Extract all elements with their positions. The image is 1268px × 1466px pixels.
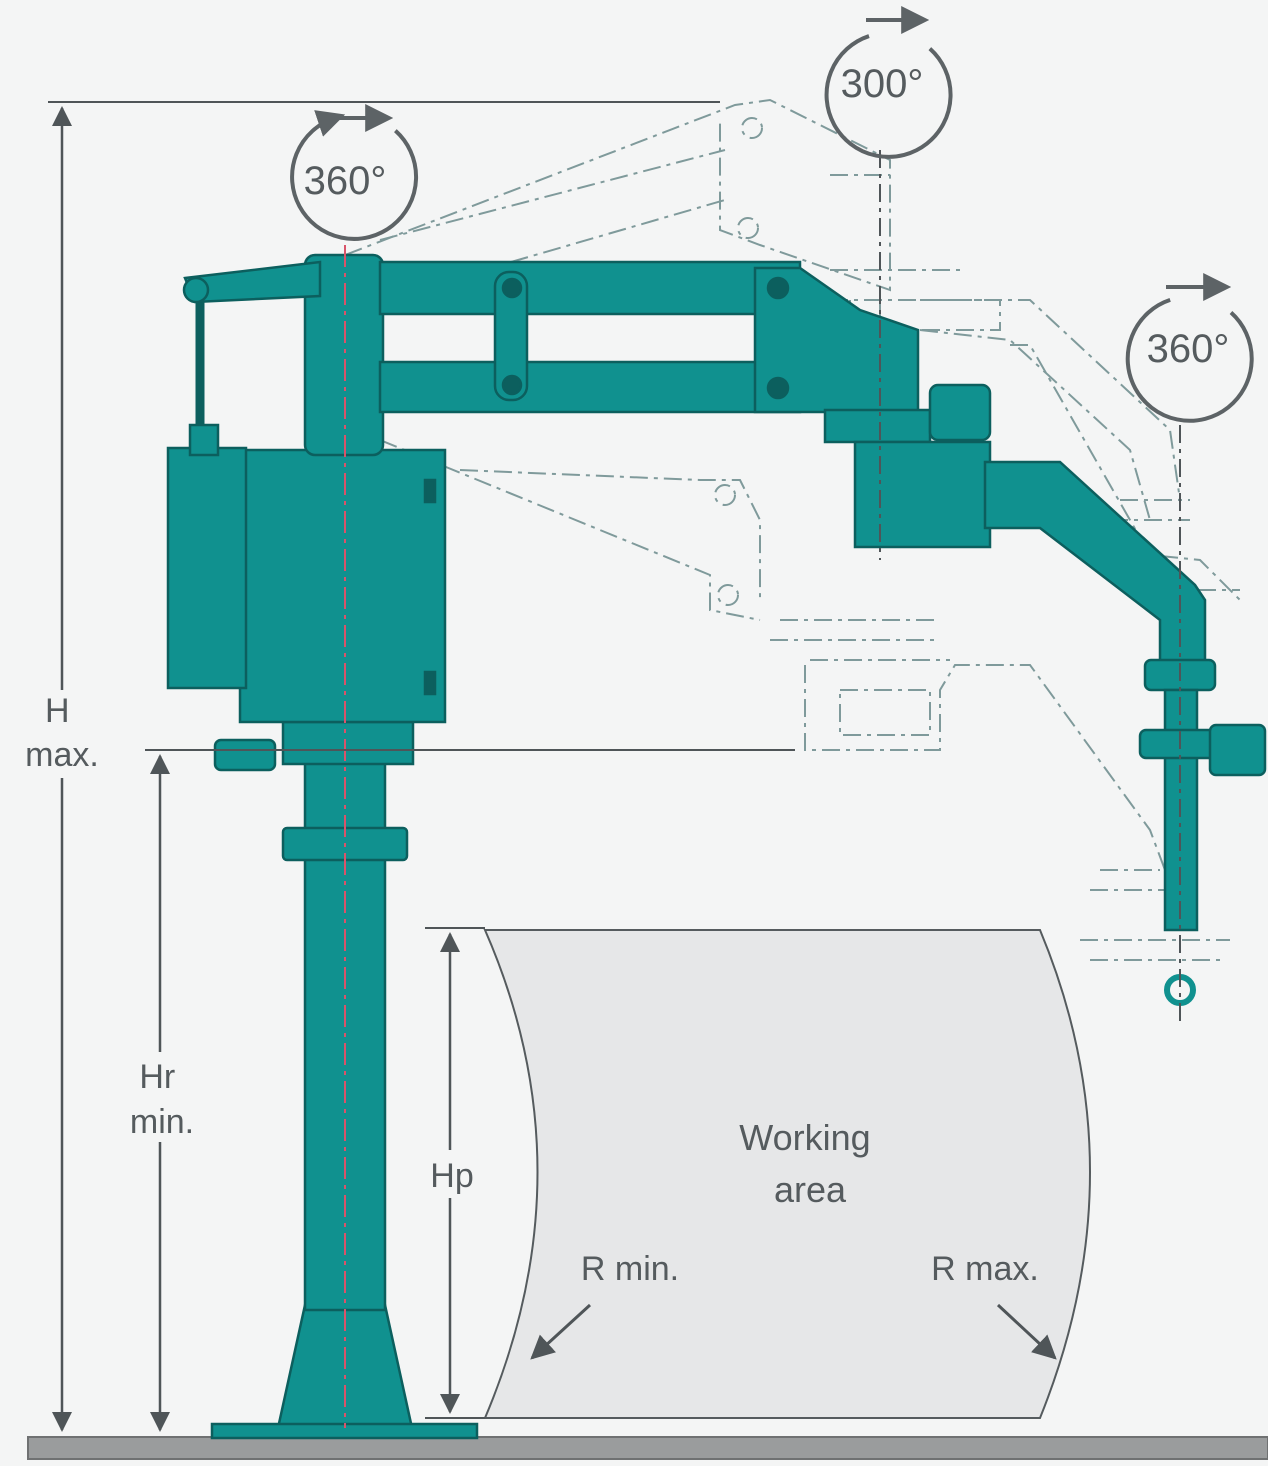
arm-rotation-badge: 300° — [824, 6, 953, 159]
working-area-shape — [483, 929, 1091, 1419]
tool-holder — [853, 440, 992, 549]
r-max-arrow — [996, 1303, 1057, 1360]
arm-head — [753, 266, 920, 414]
ground-plate — [27, 1436, 1268, 1460]
r-min-arrow — [530, 1303, 592, 1360]
balance-cylinder — [166, 446, 248, 690]
svg-text:360°: 360° — [304, 159, 387, 203]
r-max-label: R max. — [931, 1250, 1039, 1288]
arm-link — [493, 270, 529, 402]
svg-text:300°: 300° — [841, 62, 924, 106]
slewing-ring — [281, 720, 415, 766]
working-area-label: Working area — [739, 1117, 880, 1210]
wrist-rotation-badge: 360° — [1125, 273, 1254, 423]
tool-arm — [983, 460, 1207, 667]
lower-arm — [378, 360, 802, 414]
upper-arm — [378, 260, 802, 316]
control-box — [238, 448, 447, 724]
h-max-label: H max. — [25, 692, 99, 774]
hp-label: Hp — [430, 1157, 473, 1195]
r-min-label: R min. — [581, 1250, 679, 1288]
hr-min-label: Hr min. — [130, 1058, 194, 1141]
column-rotation-badge: 360° — [290, 104, 419, 241]
manipulator-machine — [166, 253, 1267, 1440]
ghost-positions — [344, 98, 1241, 961]
svg-text:360°: 360° — [1147, 327, 1230, 371]
